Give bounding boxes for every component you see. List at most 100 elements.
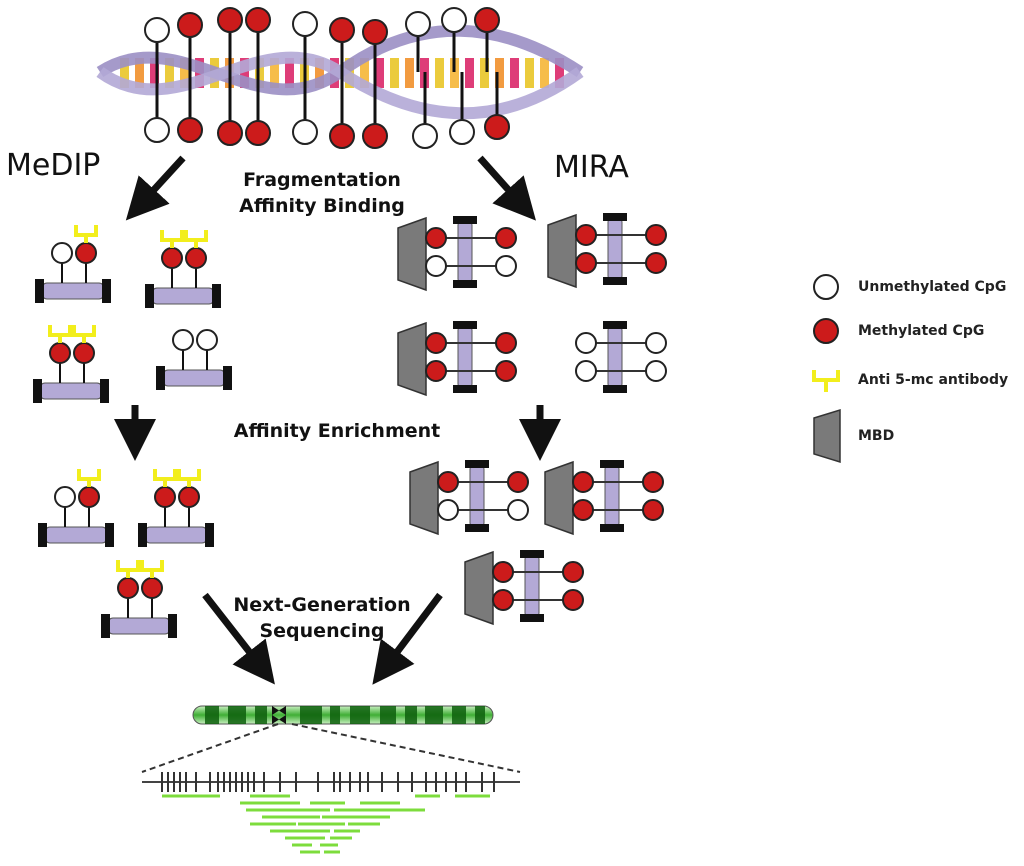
dna-fragment xyxy=(607,218,623,280)
mira-fragment xyxy=(464,550,584,626)
fragment-end xyxy=(600,460,624,468)
unmethylated-cpg-icon xyxy=(507,499,529,521)
fragment-end xyxy=(465,460,489,468)
fragment-end xyxy=(453,385,477,393)
arrow-to-mira xyxy=(477,155,536,221)
legend-mbd-label: MBD xyxy=(858,428,895,444)
methylated-cpg-icon xyxy=(245,7,271,33)
methylated-cpg-icon xyxy=(425,360,447,382)
antibody-icon xyxy=(77,469,101,487)
methylated-cpg-icon xyxy=(185,247,207,269)
medip-fragment xyxy=(156,329,232,390)
methylated-cpg-icon xyxy=(362,19,388,45)
fragment-end xyxy=(465,524,489,532)
chromosome-band xyxy=(475,706,485,724)
dna-fragment xyxy=(457,221,473,283)
fragment-end xyxy=(453,216,477,224)
methylated-cpg-icon xyxy=(329,123,355,149)
unmethylated-cpg-icon xyxy=(449,119,475,145)
medip-fragments xyxy=(33,225,232,638)
legend xyxy=(812,274,841,464)
unmethylated-cpg-icon xyxy=(196,329,218,351)
unmethylated-cpg-icon xyxy=(172,329,194,351)
fragment-end xyxy=(168,614,177,638)
dna-fragment xyxy=(457,326,473,388)
fragment-end xyxy=(520,614,544,622)
chromosome-band xyxy=(405,706,417,724)
base-pair xyxy=(525,58,534,88)
unmethylated-cpg-icon xyxy=(575,332,597,354)
mbd-icon xyxy=(397,321,427,397)
methylated-cpg-icon xyxy=(425,227,447,249)
medip-label: MeDIP xyxy=(6,148,101,183)
unmethylated-cpg-icon xyxy=(645,332,667,354)
sequencing-line2: Sequencing xyxy=(259,620,385,642)
base-pair xyxy=(390,58,399,88)
fragment-end xyxy=(101,614,110,638)
methylated-cpg-icon xyxy=(642,471,664,493)
medip-fragment xyxy=(38,469,114,547)
unmethylated-cpg-icon xyxy=(441,7,467,33)
chromosome-band xyxy=(350,706,370,724)
sequencing-line1: Next-Generation xyxy=(233,594,411,616)
mbd-icon xyxy=(464,550,494,626)
unmethylated-cpg-icon xyxy=(405,11,431,37)
methylated-cpg-icon xyxy=(484,114,510,140)
unmethylated-cpg-icon xyxy=(144,117,170,143)
fragment-end xyxy=(212,284,221,308)
methylated-cpg-icon xyxy=(495,332,517,354)
enrichment-label: Affinity Enrichment xyxy=(233,420,441,442)
chromosome-band xyxy=(380,706,396,724)
fragment-end xyxy=(520,550,544,558)
fragment-end xyxy=(223,366,232,390)
methylated-cpg-icon xyxy=(645,224,667,246)
legend-methylated-icon xyxy=(813,318,839,344)
fragment-end xyxy=(600,524,624,532)
base-pair xyxy=(450,58,459,88)
base-pair xyxy=(435,58,444,88)
methylated-cpg-icon xyxy=(217,120,243,146)
dna-fragment xyxy=(604,465,620,527)
unmethylated-cpg-icon xyxy=(575,360,597,382)
dna-fragment xyxy=(44,526,108,544)
antibody-icon xyxy=(140,560,164,578)
fragment-end xyxy=(205,523,214,547)
dna-fragment xyxy=(39,382,103,400)
methylated-cpg-icon xyxy=(245,120,271,146)
dna-fragment xyxy=(151,287,215,305)
base-pair xyxy=(405,58,414,88)
dna-fragment xyxy=(144,526,208,544)
unmethylated-cpg-icon xyxy=(437,499,459,521)
methylated-cpg-icon xyxy=(161,247,183,269)
arrow-mira-sequencing xyxy=(372,592,443,685)
methylated-cpg-icon xyxy=(562,561,584,583)
mbd-icon xyxy=(547,213,577,289)
medip-fragment xyxy=(101,560,177,638)
methylated-cpg-icon xyxy=(575,224,597,246)
mira-fragment xyxy=(544,460,664,536)
base-pair xyxy=(240,58,249,88)
medip-fragment xyxy=(145,230,221,308)
methylated-cpg-icon xyxy=(49,342,71,364)
chromosome-band xyxy=(330,706,340,724)
methylated-cpg-icon xyxy=(329,17,355,43)
methylated-cpg-icon xyxy=(177,12,203,38)
antibody-icon xyxy=(177,469,201,487)
methylated-cpg-icon xyxy=(425,332,447,354)
methylated-cpg-icon xyxy=(495,360,517,382)
antibody-icon xyxy=(72,325,96,343)
fragment-end xyxy=(603,321,627,329)
medip-fragment xyxy=(35,225,111,303)
dna-fragment xyxy=(607,326,623,388)
methylated-cpg-icon xyxy=(78,486,100,508)
methylated-cpg-icon xyxy=(217,7,243,33)
mira-fragment xyxy=(397,216,517,292)
fragment-end xyxy=(145,284,154,308)
mira-fragments xyxy=(397,213,667,626)
fragment-end xyxy=(603,277,627,285)
antibody-icon xyxy=(74,225,98,243)
legend-mbd-icon xyxy=(813,408,841,464)
sequencing-label: Next-Generation Sequencing xyxy=(222,592,422,644)
fragment-end xyxy=(105,523,114,547)
